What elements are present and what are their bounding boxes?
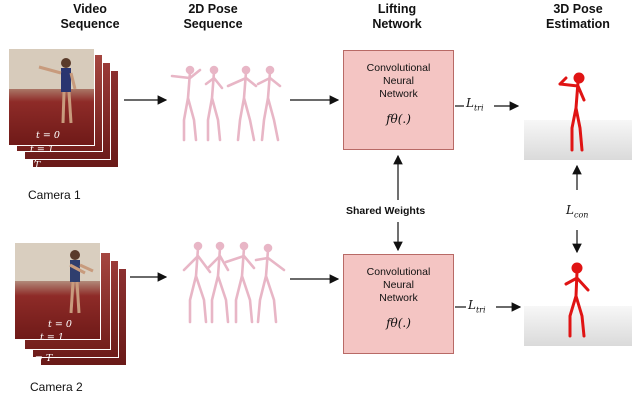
loss-tri-bottom: Ltri (468, 298, 486, 315)
shared-weights-label: Shared Weights (346, 205, 426, 217)
time-label: t = 1 (30, 144, 54, 155)
loss-tri-top: Ltri (466, 96, 484, 113)
lifting-network-box-camera-2: Convolutional Neural Network fθ(.) (343, 254, 454, 354)
skeleton-2d (226, 65, 258, 142)
pose3d-stage-camera-1 (524, 120, 632, 160)
time-label: t = T (28, 353, 53, 364)
pose3d-skeleton-camera-1 (558, 72, 586, 152)
network-function: fθ(.) (386, 112, 411, 126)
video-frame-front (14, 242, 101, 340)
network-function: fθ(.) (386, 316, 411, 330)
header-video-sequence: Video Sequence (60, 2, 120, 31)
skeleton-2d (170, 65, 202, 142)
header-2d-pose-sequence: 2D Pose Sequence (183, 2, 243, 31)
time-label: t = T (16, 160, 41, 171)
skeleton-2d (204, 65, 224, 142)
person-photo (9, 49, 94, 124)
pose3d-stage-camera-2 (524, 306, 632, 346)
pose2d-sequence-camera-1 (170, 65, 282, 142)
time-label: ... (28, 153, 38, 164)
time-label: t = 0 (36, 130, 60, 141)
lifting-network-box-camera-1: Convolutional Neural Network fθ(.) (343, 50, 454, 150)
pose3d-skeleton-camera-2 (564, 262, 590, 338)
time-label: t = 1 (40, 332, 64, 343)
skeleton-2d (254, 243, 286, 324)
person-photo (15, 243, 100, 314)
video-frame-front (8, 48, 95, 146)
header-3d-pose-estimation: 3D Pose Estimation (546, 2, 610, 31)
camera-2-label: Camera 2 (30, 380, 83, 394)
time-label: t = 0 (48, 319, 72, 330)
header-lifting-network: Lifting Network (372, 2, 422, 31)
pose2d-sequence-camera-2 (182, 241, 286, 324)
loss-con: Lcon (566, 203, 589, 220)
skeleton-2d (224, 241, 256, 324)
skeleton-2d (182, 241, 212, 324)
skeleton-2d (256, 65, 282, 142)
camera-1-label: Camera 1 (28, 188, 81, 202)
skeleton-2d (206, 241, 230, 324)
network-label: Convolutional Neural Network (366, 62, 431, 100)
network-label: Convolutional Neural Network (366, 266, 431, 304)
